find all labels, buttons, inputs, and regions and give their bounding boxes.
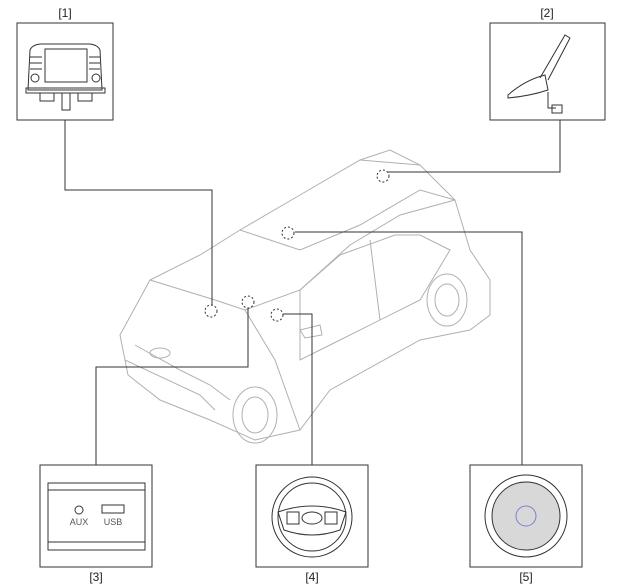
callout-label-3: [3]: [89, 570, 103, 584]
diagram-stroke: [91, 73, 101, 83]
head-unit-box: [16, 22, 114, 121]
car-illustration: [119, 149, 491, 444]
diagram-stroke: [426, 273, 468, 327]
diagram-stroke: [44, 48, 88, 83]
diagram-stroke: [551, 104, 563, 114]
callout-label-2: [2]: [540, 6, 554, 20]
leader-line-2: [388, 120, 561, 173]
location-marker-3: [241, 295, 255, 309]
leader-lines: [64, 120, 561, 465]
diagram-stroke: [124, 359, 216, 411]
diagram-stroke: [359, 159, 421, 166]
diagram-stroke: [299, 234, 451, 361]
aux-port-icon: [74, 505, 84, 515]
steering-wheel-illustration: [271, 476, 353, 558]
leader-line-4: [283, 313, 313, 465]
diagram-stroke: [491, 481, 561, 551]
diagram-stroke: [244, 309, 301, 431]
location-marker-5: [281, 226, 295, 240]
callout-label-1: [1]: [58, 6, 72, 20]
diagram-stroke: [77, 92, 93, 102]
head-unit-illustration: [25, 43, 106, 111]
diagram-stroke: [539, 34, 571, 81]
steering-remote-box: [255, 464, 369, 568]
location-markers: [204, 169, 390, 322]
leader-line-5: [295, 231, 523, 465]
diagram-stroke: [239, 189, 456, 251]
diagram-stroke: [119, 149, 491, 441]
leader-line-3: [95, 308, 249, 465]
aux-usb-box: [39, 464, 153, 568]
diagram-stroke: [271, 476, 353, 558]
location-marker-1: [204, 304, 218, 318]
speaker-illustration: [484, 474, 568, 558]
diagram-stroke: [27, 43, 103, 91]
location-marker-4: [270, 308, 284, 322]
diagram-stroke: [47, 482, 146, 551]
brand-logo-icon: [301, 511, 323, 525]
diagram-stroke: [507, 74, 549, 99]
leader-line-1: [64, 120, 213, 305]
diagram-stroke: [30, 73, 40, 83]
diagram-stroke: [547, 92, 556, 109]
diagram-stroke: [299, 324, 323, 339]
diagram-stroke: [232, 386, 278, 444]
diagram-stroke: [39, 92, 55, 102]
diagram-stroke: [277, 505, 347, 536]
antenna-illustration: [507, 34, 571, 114]
callout-label-4: [4]: [305, 570, 319, 584]
diagram-stroke: [61, 93, 71, 111]
usb-label: USB: [103, 517, 123, 527]
aux-label: AUX: [69, 517, 89, 527]
diagram-stroke: [434, 283, 460, 317]
diagram-stroke: [25, 87, 106, 94]
diagram-stroke: [277, 482, 347, 552]
callout-label-5: [5]: [519, 570, 533, 584]
diagram-stroke: [369, 239, 381, 321]
diagram-stroke: [241, 396, 269, 434]
diagram-stroke: [149, 347, 171, 359]
diagram-stroke: [324, 511, 338, 525]
usb-port-icon: [101, 504, 125, 514]
aux-usb-illustration: [47, 482, 146, 551]
diagram-stroke: [286, 511, 300, 525]
diagram-stroke: [484, 474, 568, 558]
diagram-stroke: [149, 199, 456, 311]
location-marker-2: [376, 169, 390, 183]
diagram-stroke: [515, 505, 537, 527]
